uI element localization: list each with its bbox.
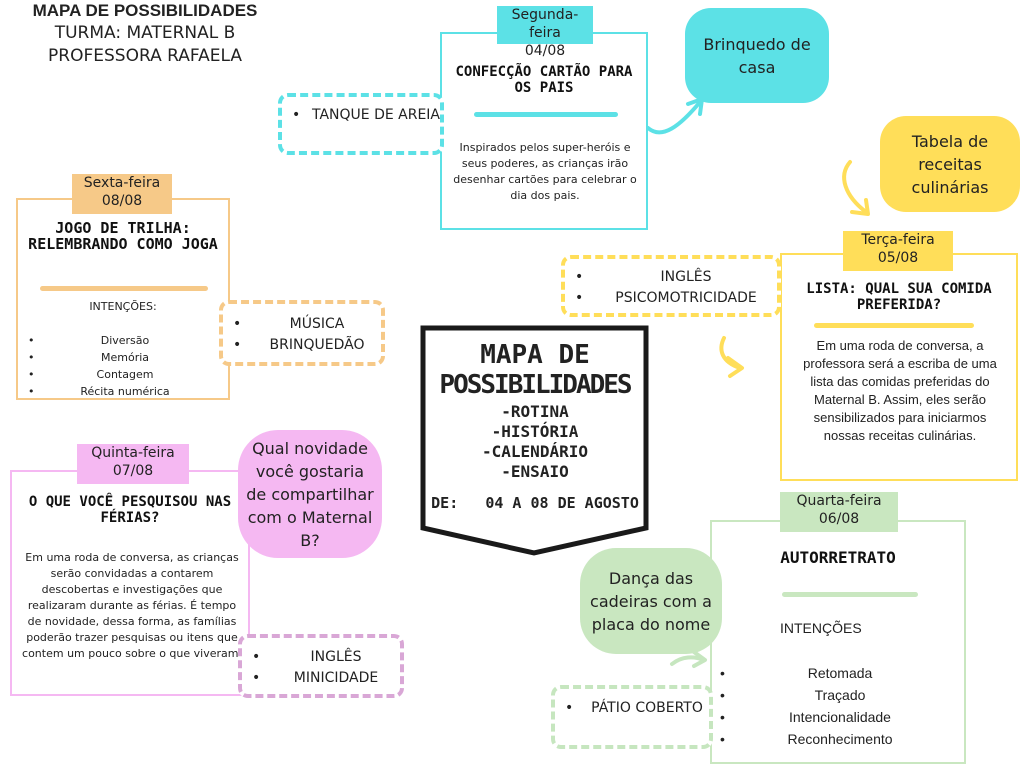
header: MAPA DE POSSIBILIDADES TURMA: MATERNAL B…: [10, 0, 280, 68]
side-list-item: MINICIDADE: [242, 668, 400, 689]
arrow-tuesday-left: [719, 336, 742, 370]
tuesday-title-underline: [814, 323, 974, 328]
header-professora: PROFESSORA RAFAELA: [48, 46, 242, 66]
monday-bubble-text: Brinquedo de casa: [703, 34, 811, 77]
monday-description: Inspirados pelos super-heróis e seus pod…: [453, 141, 637, 202]
wednesday-side-list: PÁTIO COBERTO: [555, 698, 709, 719]
wednesday-day-tag: Quarta-feira 06/08: [780, 492, 898, 532]
side-list-item: PÁTIO COBERTO: [555, 698, 709, 719]
thursday-day-tag: Quinta-feira 07/08: [77, 444, 189, 484]
friday-title-underline: [40, 286, 208, 291]
center-banner: MAPA DE POSSIBILIDADES -ROTINA-HISTÓRIA-…: [423, 340, 647, 512]
tuesday-title: LISTA: QUAL SUA COMIDA PREFERIDA?: [806, 281, 992, 313]
intention-item: Retomada: [720, 662, 956, 684]
thursday-bubble-text: Qual novidade você gostaria de compartil…: [246, 438, 374, 550]
monday-side-list: TANQUE DE AREIA: [282, 105, 440, 126]
wednesday-day: Quarta-feira: [796, 493, 882, 509]
friday-side-list: MÚSICABRINQUEDÃO: [223, 314, 381, 356]
center-title-line1: MAPA DE: [480, 340, 590, 370]
tuesday-bubble: Tabela de receitas culinárias: [880, 116, 1020, 212]
wednesday-date: 06/08: [818, 511, 860, 527]
wednesday-bubble: Dança das cadeiras com a placa do nome: [580, 548, 722, 654]
friday-card: JOGO DE TRILHA: RELEMBRANDO COMO JOGA IN…: [16, 198, 230, 400]
side-list-item: INGLÊS: [242, 647, 400, 668]
side-list-item: BRINQUEDÃO: [223, 335, 381, 356]
side-list-item: INGLÊS: [565, 267, 777, 288]
header-turma: TURMA: MATERNAL B: [54, 23, 236, 43]
monday-title: CONFECÇÃO CARTÃO PARA OS PAIS: [455, 64, 633, 96]
tuesday-bubble-text: Tabela de receitas culinárias: [911, 131, 989, 197]
center-item: -ROTINA: [501, 402, 569, 421]
thursday-side-list: INGLÊSMINICIDADE: [242, 647, 400, 689]
tuesday-description: Em uma roda de conversa, a professora se…: [803, 338, 997, 443]
center-item: -ENSAIO: [501, 462, 569, 481]
thursday-description: Em uma roda de conversa, as crianças ser…: [22, 551, 242, 660]
monday-card: CONFECÇÃO CARTÃO PARA OS PAIS Inspirados…: [440, 32, 648, 230]
friday-intentions-label: INTENÇÕES:: [89, 300, 157, 313]
intention-item: Contagem: [28, 366, 218, 383]
tuesday-card: LISTA: QUAL SUA COMIDA PREFERIDA? Em uma…: [780, 253, 1018, 481]
monday-date: 04/08: [524, 43, 566, 59]
tuesday-side-box: INGLÊSPSICOMOTRICIDADE: [561, 255, 781, 317]
side-list-item: MÚSICA: [223, 314, 381, 335]
friday-intentions-list: DiversãoMemóriaContagemRécita numérica: [28, 332, 218, 400]
thursday-bubble: Qual novidade você gostaria de compartil…: [238, 430, 382, 558]
arrow-tuesday-bubble: [842, 160, 868, 214]
center-item: -HISTÓRIA: [491, 422, 579, 441]
monday-day: Segunda-feira: [511, 7, 579, 41]
center-dates-row: DE: 04 A 08 DE AGOSTO: [423, 494, 647, 512]
wednesday-intentions-label: INTENÇÕES: [780, 620, 862, 636]
center-de-label: DE:: [431, 494, 459, 512]
center-title-line2: POSSIBILIDADES: [439, 370, 632, 400]
side-list-item: TANQUE DE AREIA: [282, 105, 440, 126]
intention-item: Intencionalidade: [720, 706, 956, 728]
thursday-title: O QUE VOCÊ PESQUISOU NAS FÉRIAS?: [28, 494, 232, 526]
friday-date: 08/08: [101, 193, 143, 209]
wednesday-title-underline: [782, 592, 918, 597]
center-banner-shape: [420, 325, 649, 556]
intention-item: Memória: [28, 349, 218, 366]
friday-title: JOGO DE TRILHA: RELEMBRANDO COMO JOGA: [28, 219, 218, 253]
intention-item: Diversão: [28, 332, 218, 349]
thursday-date: 07/08: [112, 463, 154, 479]
arrow-monday: [646, 100, 702, 135]
center-item: -CALENDÁRIO: [482, 442, 588, 461]
friday-day-tag: Sexta-feira 08/08: [72, 174, 172, 214]
wednesday-side-box: PÁTIO COBERTO: [551, 685, 713, 749]
monday-side-box: TANQUE DE AREIA: [278, 93, 444, 155]
header-title: MAPA DE POSSIBILIDADES: [32, 1, 258, 20]
intention-item: Reconhecimento: [720, 728, 956, 750]
thursday-side-box: INGLÊSMINICIDADE: [238, 634, 404, 698]
friday-day: Sexta-feira: [83, 175, 161, 191]
intention-item: Récita numérica: [28, 383, 218, 400]
center-dates: 04 A 08 DE AGOSTO: [485, 494, 639, 512]
thursday-day: Quinta-feira: [91, 445, 175, 461]
monday-title-underline: [474, 112, 618, 117]
monday-day-tag: Segunda-feira 04/08: [497, 6, 593, 59]
friday-side-box: MÚSICABRINQUEDÃO: [219, 300, 385, 366]
monday-bubble: Brinquedo de casa: [685, 8, 829, 103]
tuesday-side-list: INGLÊSPSICOMOTRICIDADE: [565, 267, 777, 309]
center-items: -ROTINA-HISTÓRIA-CALENDÁRIO-ENSAIO: [423, 402, 647, 482]
side-list-item: PSICOMOTRICIDADE: [565, 288, 777, 309]
tuesday-date: 05/08: [877, 250, 919, 266]
wednesday-intentions-list: RetomadaTraçadoIntencionalidadeReconheci…: [720, 662, 956, 750]
thursday-card: O QUE VOCÊ PESQUISOU NAS FÉRIAS? Em uma …: [10, 470, 250, 696]
intention-item: Traçado: [720, 684, 956, 706]
wednesday-bubble-text: Dança das cadeiras com a placa do nome: [590, 568, 712, 634]
tuesday-day: Terça-feira: [861, 232, 935, 248]
wednesday-card: AUTORRETRATO INTENÇÕES RetomadaTraçadoIn…: [710, 520, 966, 764]
wednesday-title: AUTORRETRATO: [780, 548, 896, 567]
tuesday-day-tag: Terça-feira 05/08: [843, 231, 953, 271]
